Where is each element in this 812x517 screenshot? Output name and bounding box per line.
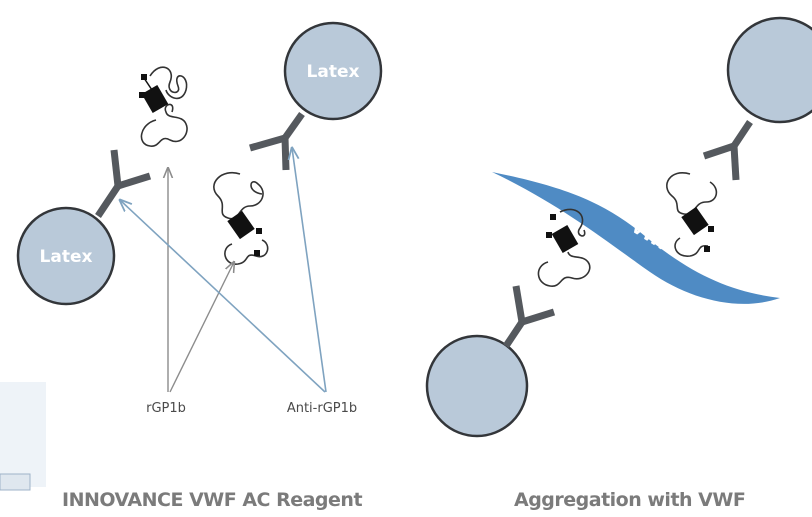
latex-label-top: Latex: [307, 62, 360, 82]
rgp1b-molecule-right-bottom: [537, 208, 591, 287]
rgp1b-chip-middle: [227, 210, 262, 256]
antibody-left: [95, 149, 152, 218]
arrow-anti-to-top: [292, 148, 327, 393]
antibody-right-top: [702, 120, 753, 181]
caption-right: Aggregation with VWF: [514, 489, 746, 511]
rgp1b-label: rGP1b: [146, 401, 186, 416]
background-panel: [0, 382, 46, 487]
latex-particle-top: [283, 21, 383, 121]
rgp1b-chip-left: [139, 74, 169, 114]
arrow-rgp1b-to-middle: [169, 262, 234, 393]
latex-particle-right-top: [726, 16, 812, 124]
rgp1b-molecule-right-top: [666, 172, 718, 257]
rgp1b-molecule-left: [140, 66, 188, 147]
rgp1b-chip-right-bottom: [546, 214, 579, 254]
rgp1b-chip-right-top: [681, 206, 714, 252]
arrows-group: [120, 148, 327, 393]
latex-particle-left: [16, 206, 116, 306]
panel-edge: [0, 473, 31, 491]
antibody-top: [249, 111, 305, 171]
latex-label-left: Latex: [40, 247, 93, 267]
arrow-anti-to-left: [120, 200, 326, 393]
antibody-right-bottom: [503, 285, 556, 348]
latex-particle-right-bottom: [425, 334, 529, 438]
caption-left: INNOVANCE VWF AC Reagent: [62, 489, 363, 511]
anti-rgp1b-label: Anti-rGP1b: [287, 401, 357, 416]
vwf-strand: [492, 172, 780, 304]
